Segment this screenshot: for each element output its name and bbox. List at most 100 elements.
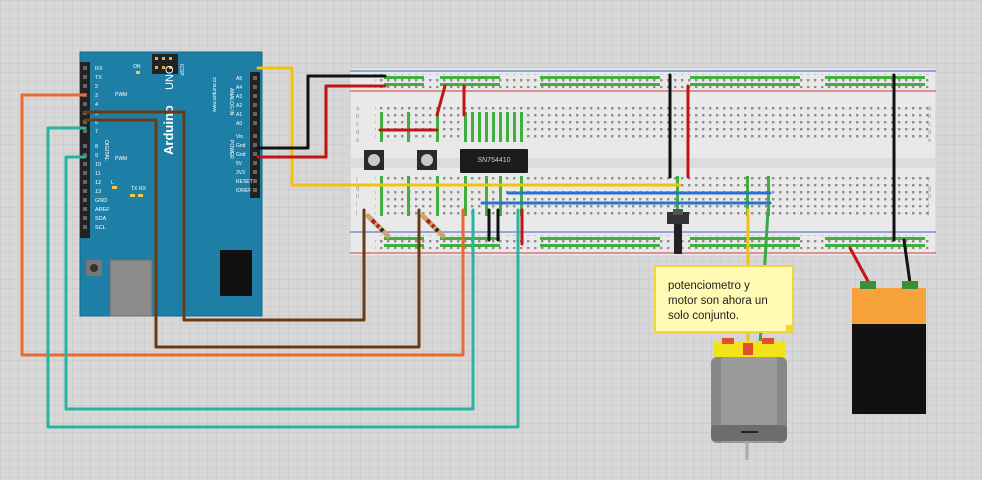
- potentiometer: [667, 209, 689, 254]
- pin-label: 13: [95, 189, 101, 195]
- pin-label: AREF: [95, 207, 110, 213]
- ic-sn754410: SN754410: [460, 149, 528, 173]
- wire-black-battery: [902, 238, 912, 285]
- right-pins: [253, 76, 257, 192]
- wire-teal-1: [46, 126, 520, 429]
- ic-label: SN754410: [477, 157, 510, 164]
- pin-label: 6: [95, 120, 98, 126]
- row-letter: e: [356, 138, 360, 144]
- pin-label: RESET: [236, 179, 253, 185]
- battery-9v: [852, 281, 926, 414]
- wire-red-diag: [435, 84, 447, 117]
- resistor-1: [365, 213, 391, 239]
- board-name: Arduino: [161, 105, 176, 155]
- pin-label: 5: [95, 111, 98, 117]
- digital-pin-labels: RX TX 2 3 4 5 6 7 8 9 10 11 12 13 GND AR…: [95, 66, 110, 231]
- pin-label: Gnd: [236, 143, 246, 149]
- row-letter: e: [928, 138, 932, 144]
- pin-label: 3V3: [236, 170, 245, 176]
- upper-terminal-holes: [375, 104, 930, 140]
- led-l-label: L: [111, 180, 114, 186]
- right-pin-labels: A5 A4 A3 A2 A1 A0 Vin Gnd Gnd 5V 3V3 RES…: [236, 76, 253, 194]
- power-label: POWER: [228, 140, 234, 159]
- pin-label: 8: [95, 144, 98, 150]
- led-tx: [130, 194, 135, 197]
- row-letter: c: [928, 122, 931, 128]
- row-letter: i: [928, 202, 929, 208]
- arduino-uno: ICSP RX TX 2 3 4 5 6 7 8 9 10 11 12 13 G…: [79, 51, 263, 317]
- pin-label: A3: [236, 94, 242, 100]
- pin-label: 2: [95, 84, 98, 90]
- breadboard: a b c d e f g h i j a b c d e f g h i j: [349, 67, 937, 257]
- pin-label: IOREF: [236, 188, 251, 194]
- pin-label: 12: [95, 180, 101, 186]
- led-rx: [138, 194, 143, 197]
- pin-label: A4: [236, 85, 242, 91]
- row-letter: i: [356, 202, 357, 208]
- pin-label: RX: [95, 66, 103, 72]
- icsp-label: ICSP: [178, 64, 184, 76]
- row-letter: b: [928, 114, 932, 120]
- power-jack: [220, 250, 252, 296]
- wire-teal-2: [64, 155, 475, 411]
- pin-label: SDA: [95, 216, 107, 222]
- row-letter: j: [355, 210, 357, 216]
- row-letter: d: [928, 130, 931, 136]
- digital-header: [80, 62, 90, 238]
- wires: [20, 66, 912, 429]
- dc-motor: [711, 338, 787, 460]
- note-text: potenciometro y motor son ahora un solo …: [668, 280, 768, 322]
- pin-label: A5: [236, 76, 242, 82]
- pin-label: 3: [95, 93, 98, 99]
- push-button-2: [417, 150, 437, 170]
- row-letter: f: [356, 178, 358, 184]
- pin-label: 10: [95, 162, 101, 168]
- pin-label: 5V: [236, 161, 243, 167]
- pin-label: TX: [95, 75, 102, 81]
- arduino-logo: Arduino UNO: [161, 65, 176, 155]
- digital-label: DIGITAL: [103, 140, 109, 161]
- note-fold: [786, 325, 794, 333]
- resistor-2: [420, 213, 446, 239]
- pin-label: 7: [95, 129, 98, 135]
- wire-yellow: [256, 66, 682, 187]
- wire-red-battery: [848, 246, 871, 285]
- wire-brown-1: [83, 110, 366, 322]
- wire-brown-2: [83, 118, 421, 349]
- sticky-note: potenciometro y motor son ahora un solo …: [654, 265, 794, 333]
- center-channel: [350, 158, 936, 168]
- connected-holes: [380, 76, 925, 247]
- pin-label: A2: [236, 103, 242, 109]
- pin-label: Vin: [236, 134, 243, 140]
- brand-url: www.arduino.cc: [212, 76, 218, 112]
- usb-port: [109, 259, 153, 317]
- led-rx-label: RX: [139, 186, 147, 192]
- board-model: UNO: [164, 65, 176, 90]
- row-letter: h: [928, 194, 931, 200]
- row-letter: b: [356, 114, 360, 120]
- row-letter: g: [356, 186, 359, 192]
- row-letter: f: [928, 178, 930, 184]
- row-letter: a: [928, 106, 932, 112]
- analog-in-label: ANALOG IN: [228, 88, 234, 116]
- pin-label: 11: [95, 171, 101, 177]
- pin-label: A0: [236, 121, 242, 127]
- wire-red-5v: [256, 84, 387, 159]
- row-letters-left: a b c d e f g h i j: [355, 106, 360, 216]
- pin-label: GND: [95, 198, 107, 204]
- pin-label: 4: [95, 102, 98, 108]
- on-label: ON: [133, 64, 141, 70]
- led-tx-label: TX: [131, 186, 138, 192]
- pin-label: SCL: [95, 225, 106, 231]
- pin-label: Gnd: [236, 152, 246, 158]
- pin-label: A1: [236, 112, 242, 118]
- row-letter: h: [356, 194, 359, 200]
- row-letter: g: [928, 186, 931, 192]
- pin-label: 9: [95, 153, 98, 159]
- row-letter: a: [356, 106, 360, 112]
- row-letter: c: [356, 122, 359, 128]
- row-letters-right: a b c d e f g h i j: [927, 106, 932, 216]
- wire-black-gnd: [256, 74, 387, 150]
- pwm-label: PWM: [115, 156, 127, 162]
